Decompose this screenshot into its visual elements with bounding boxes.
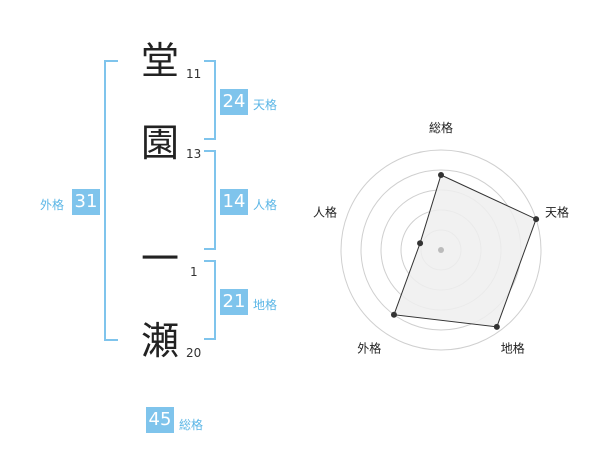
- stroke-count-1: 11: [186, 67, 202, 81]
- tenkaku-bracket: [204, 60, 216, 140]
- soukaku-label: 総格: [179, 418, 204, 432]
- gaikaku-label: 外格: [40, 198, 65, 212]
- gaikaku-score: 31: [72, 189, 100, 215]
- chikaku-score: 21: [220, 289, 248, 315]
- radar-axis-label: 地格: [501, 341, 525, 356]
- radar-point: [438, 172, 444, 178]
- name-char-2: 園: [140, 121, 179, 165]
- chikaku-bracket: [204, 260, 216, 340]
- radar-points: [390, 172, 540, 330]
- radar-polygon: [393, 174, 537, 328]
- stroke-count-4: 20: [186, 346, 202, 360]
- radar-axis-label: 人格: [313, 204, 337, 219]
- name-char-3: 一: [140, 237, 179, 281]
- radar-axis-label: 天格: [545, 204, 569, 219]
- radar-axis-label: 総格: [429, 120, 453, 135]
- radar-axis-label: 外格: [357, 341, 381, 356]
- radar-point: [533, 216, 540, 223]
- name-char-4: 瀬: [140, 319, 179, 363]
- jinkaku-bracket: [204, 150, 216, 250]
- chikaku-label: 地格: [253, 298, 278, 312]
- jinkaku-score: 14: [220, 189, 248, 215]
- stroke-count-2: 13: [186, 147, 202, 161]
- name-char-1: 堂: [140, 39, 179, 83]
- tenkaku-score: 24: [220, 89, 248, 115]
- radar-center-dot: [438, 247, 444, 253]
- radar-point: [493, 323, 500, 330]
- radar-ring: [340, 149, 542, 351]
- stroke-count-3: 1: [190, 265, 198, 279]
- radar-point: [390, 311, 397, 318]
- jinkaku-label: 人格: [253, 198, 278, 212]
- gaikaku-bracket: [104, 60, 118, 341]
- soukaku-score: 45: [146, 407, 174, 433]
- radar-point: [417, 240, 424, 247]
- tenkaku-label: 天格: [253, 98, 278, 112]
